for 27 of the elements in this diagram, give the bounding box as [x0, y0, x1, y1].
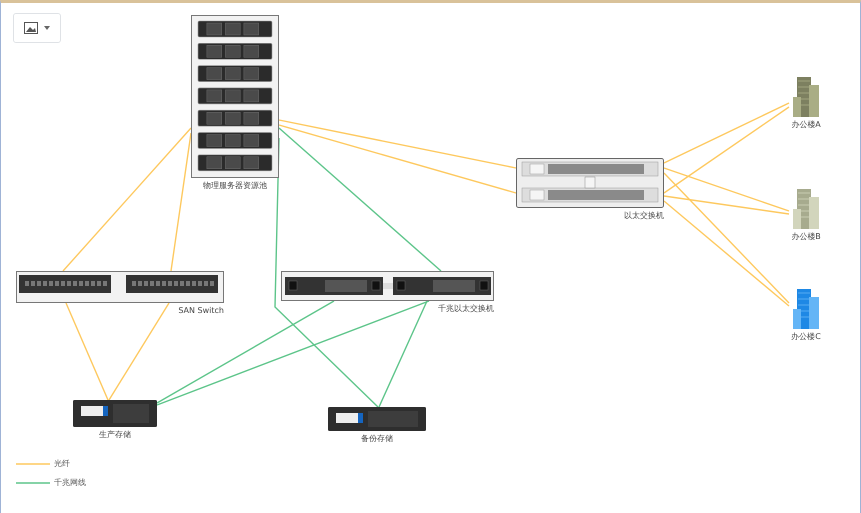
- cable-line: [108, 302, 170, 400]
- cable-line: [65, 302, 109, 400]
- node-label: 备份存储: [361, 435, 393, 444]
- cable-line: [62, 128, 192, 272]
- legend-label: 光纤: [54, 458, 70, 469]
- node-label: SAN Switch: [178, 307, 224, 316]
- cable-line: [170, 132, 192, 272]
- cable-line: [664, 172, 790, 304]
- node-label: 生产存储: [99, 431, 131, 440]
- cable-line: [156, 300, 430, 406]
- legend-label: 千兆网线: [54, 477, 86, 488]
- cable-line: [378, 300, 428, 408]
- cable-line: [278, 124, 516, 194]
- node-label: 办公楼A: [791, 121, 821, 130]
- node-label: 办公楼C: [791, 333, 821, 342]
- cable-line: [278, 127, 442, 272]
- cable-line: [156, 300, 334, 404]
- node-label: 以太交换机: [624, 212, 664, 221]
- cable-line: [664, 200, 790, 307]
- cable-line: [664, 106, 790, 194]
- cable-line: [278, 119, 516, 169]
- cable-line: [664, 195, 790, 215]
- node-label: 物理服务器资源池: [203, 182, 267, 191]
- node-label: 办公楼B: [791, 233, 821, 242]
- cable-line: [664, 102, 790, 164]
- cable-line: [664, 167, 790, 212]
- node-label: 千兆以太交换机: [438, 305, 494, 314]
